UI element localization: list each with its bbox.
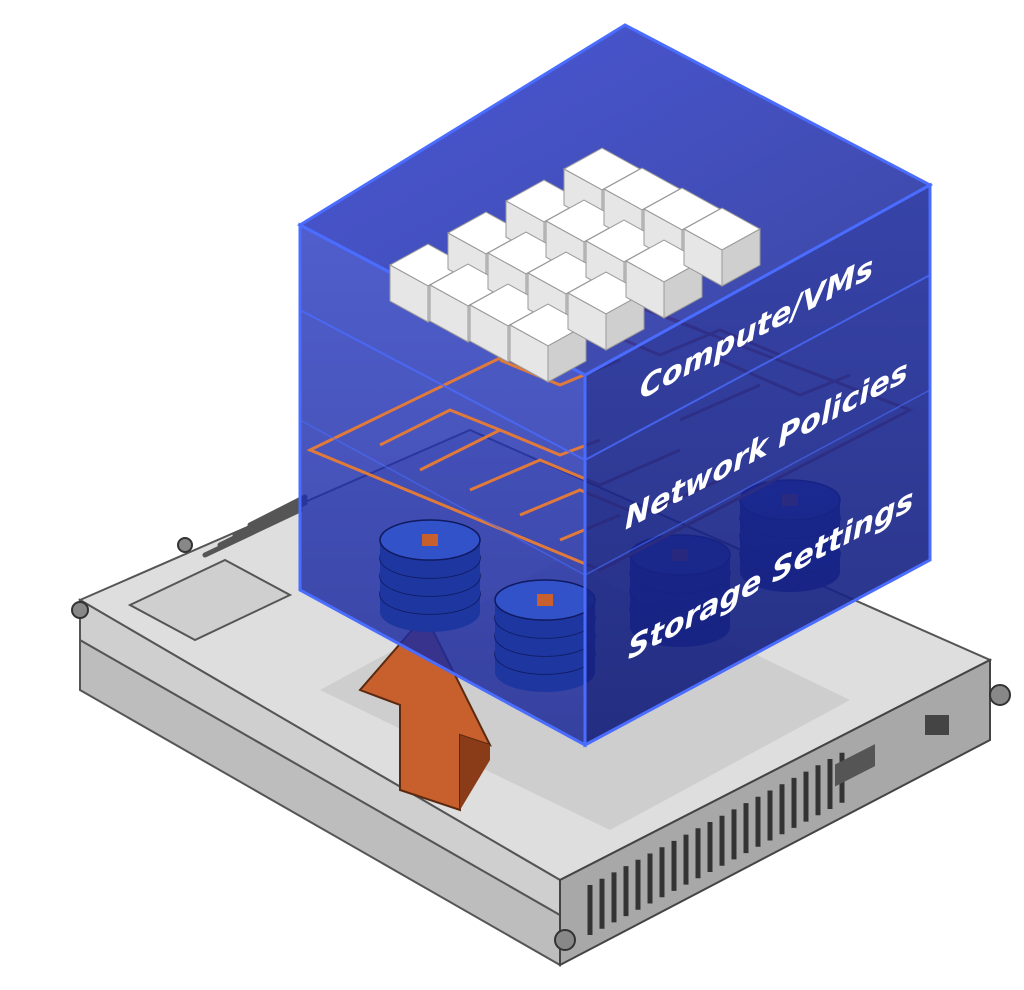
vm-block [508,303,588,383]
disk-indicator [422,534,438,546]
vm-blocks [388,147,762,383]
disk-indicator [537,594,553,606]
vent-slots [202,494,308,558]
storage-disk [494,579,596,692]
storage-disk [379,519,481,632]
ethernet-port [925,715,949,735]
vm-block [682,207,762,287]
vga-port [835,744,875,787]
vm-block [624,239,704,319]
front-grille [587,752,845,935]
layer-cube: Compute/VMs Network Policies Storage Set… [296,23,934,748]
chassis-label-plate [127,558,293,642]
thumbscrew-left [554,929,576,951]
thumbscrew-right [989,684,1011,706]
